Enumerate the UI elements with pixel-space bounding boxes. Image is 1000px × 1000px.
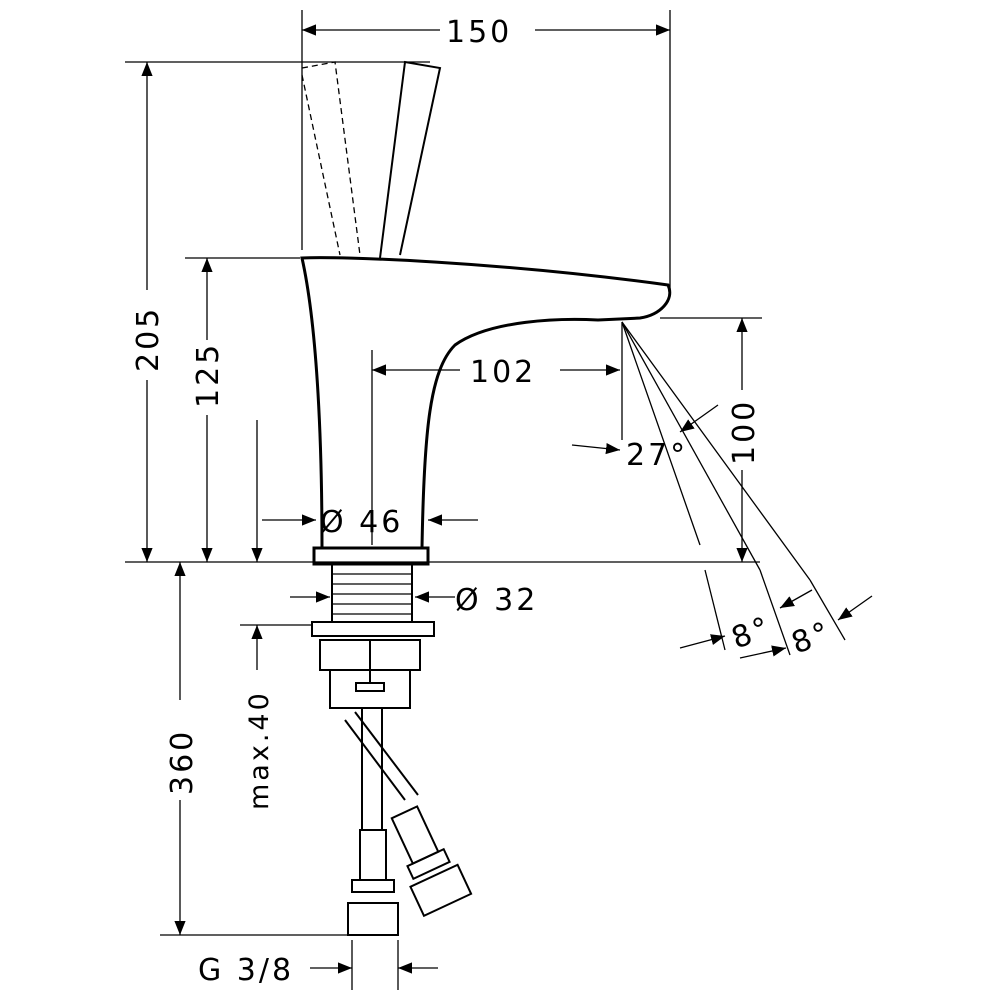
dimension-spray-angle-b: 8°: [787, 615, 837, 662]
dimension-hose-length: 360: [165, 729, 200, 795]
mounting-hardware: [311, 546, 473, 936]
dimension-base-diameter: Ø 46: [320, 505, 403, 540]
dimension-width-total: 150: [446, 15, 512, 50]
dimension-lines: [125, 10, 873, 990]
dimension-projection: 102: [470, 355, 536, 390]
faucet-body: [300, 60, 672, 550]
dimension-max-thickness: max.40: [244, 690, 275, 810]
dimension-thread-diameter: Ø 32: [455, 583, 538, 618]
dimension-spray-angle-a: 8°: [727, 610, 777, 657]
spray-lines: [621, 321, 846, 656]
dimension-spray-angle: 27°: [626, 438, 688, 473]
dimension-height-total: 205: [131, 306, 166, 372]
dimension-spout-clearance: 100: [727, 399, 762, 465]
dimension-height-spout: 125: [191, 342, 226, 408]
dimension-connection: G 3/8: [198, 953, 294, 988]
